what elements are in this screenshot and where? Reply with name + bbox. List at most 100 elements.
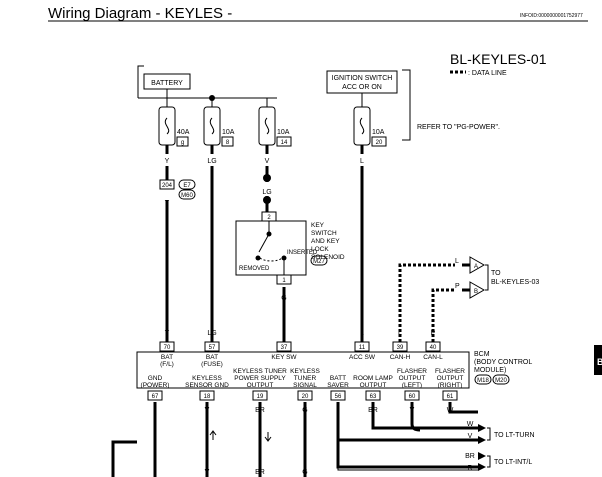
fuse-amp: 10A <box>372 129 385 136</box>
arrow-icon <box>478 424 486 432</box>
switch-removed: REMOVED <box>239 266 270 272</box>
bcm-pin-name: FLASHER <box>397 368 427 375</box>
bcm-pin-number: 67 <box>152 394 159 400</box>
bcm-pin-box <box>204 341 220 352</box>
connector-1: 1 <box>282 278 286 284</box>
bcm-pin-box <box>297 390 313 401</box>
connector-204: 204 <box>162 183 173 189</box>
to-lt-turn: TO LT-TURN <box>494 432 535 439</box>
bcm-pin-number: 70 <box>164 345 171 351</box>
switch-arm <box>258 233 270 253</box>
bcm-pin-number: 63 <box>370 394 377 400</box>
switch-travel <box>259 257 283 262</box>
bcm-pin-name: TUNER <box>294 375 317 382</box>
bcm-pin-box <box>365 390 381 401</box>
wire-color: P <box>431 330 436 337</box>
bcm-pin-name: KEYLESS <box>192 375 222 382</box>
data-line-legend: : DATA LINE <box>468 70 507 77</box>
bcm-pin-name: (POWER) <box>141 382 170 389</box>
bcm-box <box>136 351 470 389</box>
section-tab-letter: B <box>597 357 602 367</box>
bcm-pin-number: 60 <box>409 394 416 400</box>
bcm-pin-number: 39 <box>397 345 404 351</box>
fuse-10a-8 <box>203 106 221 146</box>
key-switch-label: SWITCH <box>311 230 337 237</box>
fuse-10a-14 <box>258 106 276 146</box>
connector-m60: M60 <box>181 193 193 199</box>
wire-color: BR <box>255 469 265 476</box>
connector-tag <box>178 189 196 200</box>
wire-color: V <box>468 433 473 440</box>
bcm-pin-number: 20 <box>302 394 309 400</box>
can-l-line <box>431 288 455 342</box>
bcm-pin-name: (FUSE) <box>201 361 223 368</box>
wire-color: L <box>360 158 364 165</box>
bcm-pin-number: 11 <box>359 345 366 351</box>
wire-color: G <box>281 295 286 302</box>
wire-color: W <box>467 421 474 428</box>
bcm-pin-name: BAT <box>206 354 218 361</box>
up-arrow-icon <box>209 430 217 440</box>
wire-color: G <box>302 407 307 414</box>
bcm-pin-box <box>330 390 346 401</box>
off-page-arrow-a <box>469 256 486 274</box>
bcm-pin-number: 37 <box>281 345 288 351</box>
wire-color: LG <box>207 330 216 337</box>
fuse-10a-20 <box>353 106 371 146</box>
bus-junction <box>209 95 215 101</box>
wire-color: L <box>398 330 402 337</box>
splice-dot <box>263 174 271 182</box>
fuse-num: g <box>181 140 184 146</box>
splice-dot <box>263 196 271 204</box>
ignition-switch-label: IGNITION SWITCH <box>332 75 393 82</box>
refer-bracket <box>137 65 411 141</box>
bcm-pin-number: 61 <box>447 394 454 400</box>
wire-color: V <box>265 158 270 165</box>
fuse-amp: 10A <box>222 129 235 136</box>
bcm-label: BCM <box>474 351 490 358</box>
wire-color: LG <box>262 189 271 196</box>
down-arrow-icon <box>264 432 272 442</box>
bcm-pin-box <box>252 390 268 401</box>
bcm-pin-box <box>276 341 292 352</box>
bcm-label: (BODY CONTROL <box>474 359 532 366</box>
wire-color: V <box>205 407 210 414</box>
connector-tag <box>178 179 196 190</box>
bcm-pin-name: OUTPUT <box>399 375 426 382</box>
bcm-pin-name: BAT <box>161 354 173 361</box>
connector-box <box>159 179 175 190</box>
wire-color: V <box>410 407 415 414</box>
bcm-pin-box <box>199 390 215 401</box>
wire-color: W <box>447 407 454 414</box>
batt-saver-wire <box>336 440 478 469</box>
wire-color: P <box>455 283 460 290</box>
arrow-icon <box>478 436 486 444</box>
to-lt-intl: TO LT-INT/L <box>494 459 532 466</box>
bcm-pin-number: 56 <box>335 394 342 400</box>
wire-color: BR <box>368 407 378 414</box>
connector-2: 2 <box>267 215 271 221</box>
bcm-label: MODULE) <box>474 367 506 374</box>
ground-box-edge <box>111 440 137 477</box>
connector-m27: M27 <box>313 259 325 265</box>
bcm-pin-name: OUTPUT <box>360 382 387 389</box>
wire-color: BR <box>255 407 265 414</box>
wire-color-labels-bottom: V BR G BR V W V BR G W V BR R <box>205 407 475 476</box>
wire-color: Y <box>165 330 170 337</box>
bcm-pin-name: POWER SUPPLY <box>234 375 286 382</box>
wire-color: BR <box>465 453 475 460</box>
fuse-num-box <box>371 136 387 147</box>
fuse-num: 8 <box>226 140 230 146</box>
bcm-pin-box <box>392 341 408 352</box>
can-ref: BL-KEYLES-03 <box>491 279 539 286</box>
bcm-pin-name: (RIGHT) <box>438 382 463 389</box>
wire-color: L <box>455 258 459 265</box>
can-ref: TO <box>491 270 501 277</box>
off-page-arrow-b <box>469 281 486 299</box>
bcm-pin-number: 57 <box>209 345 216 351</box>
battery-bus <box>138 89 277 107</box>
bcm-pin-number: 19 <box>257 394 264 400</box>
key-switch-label: KEY <box>311 222 325 229</box>
bcm-pin-box <box>354 341 370 352</box>
